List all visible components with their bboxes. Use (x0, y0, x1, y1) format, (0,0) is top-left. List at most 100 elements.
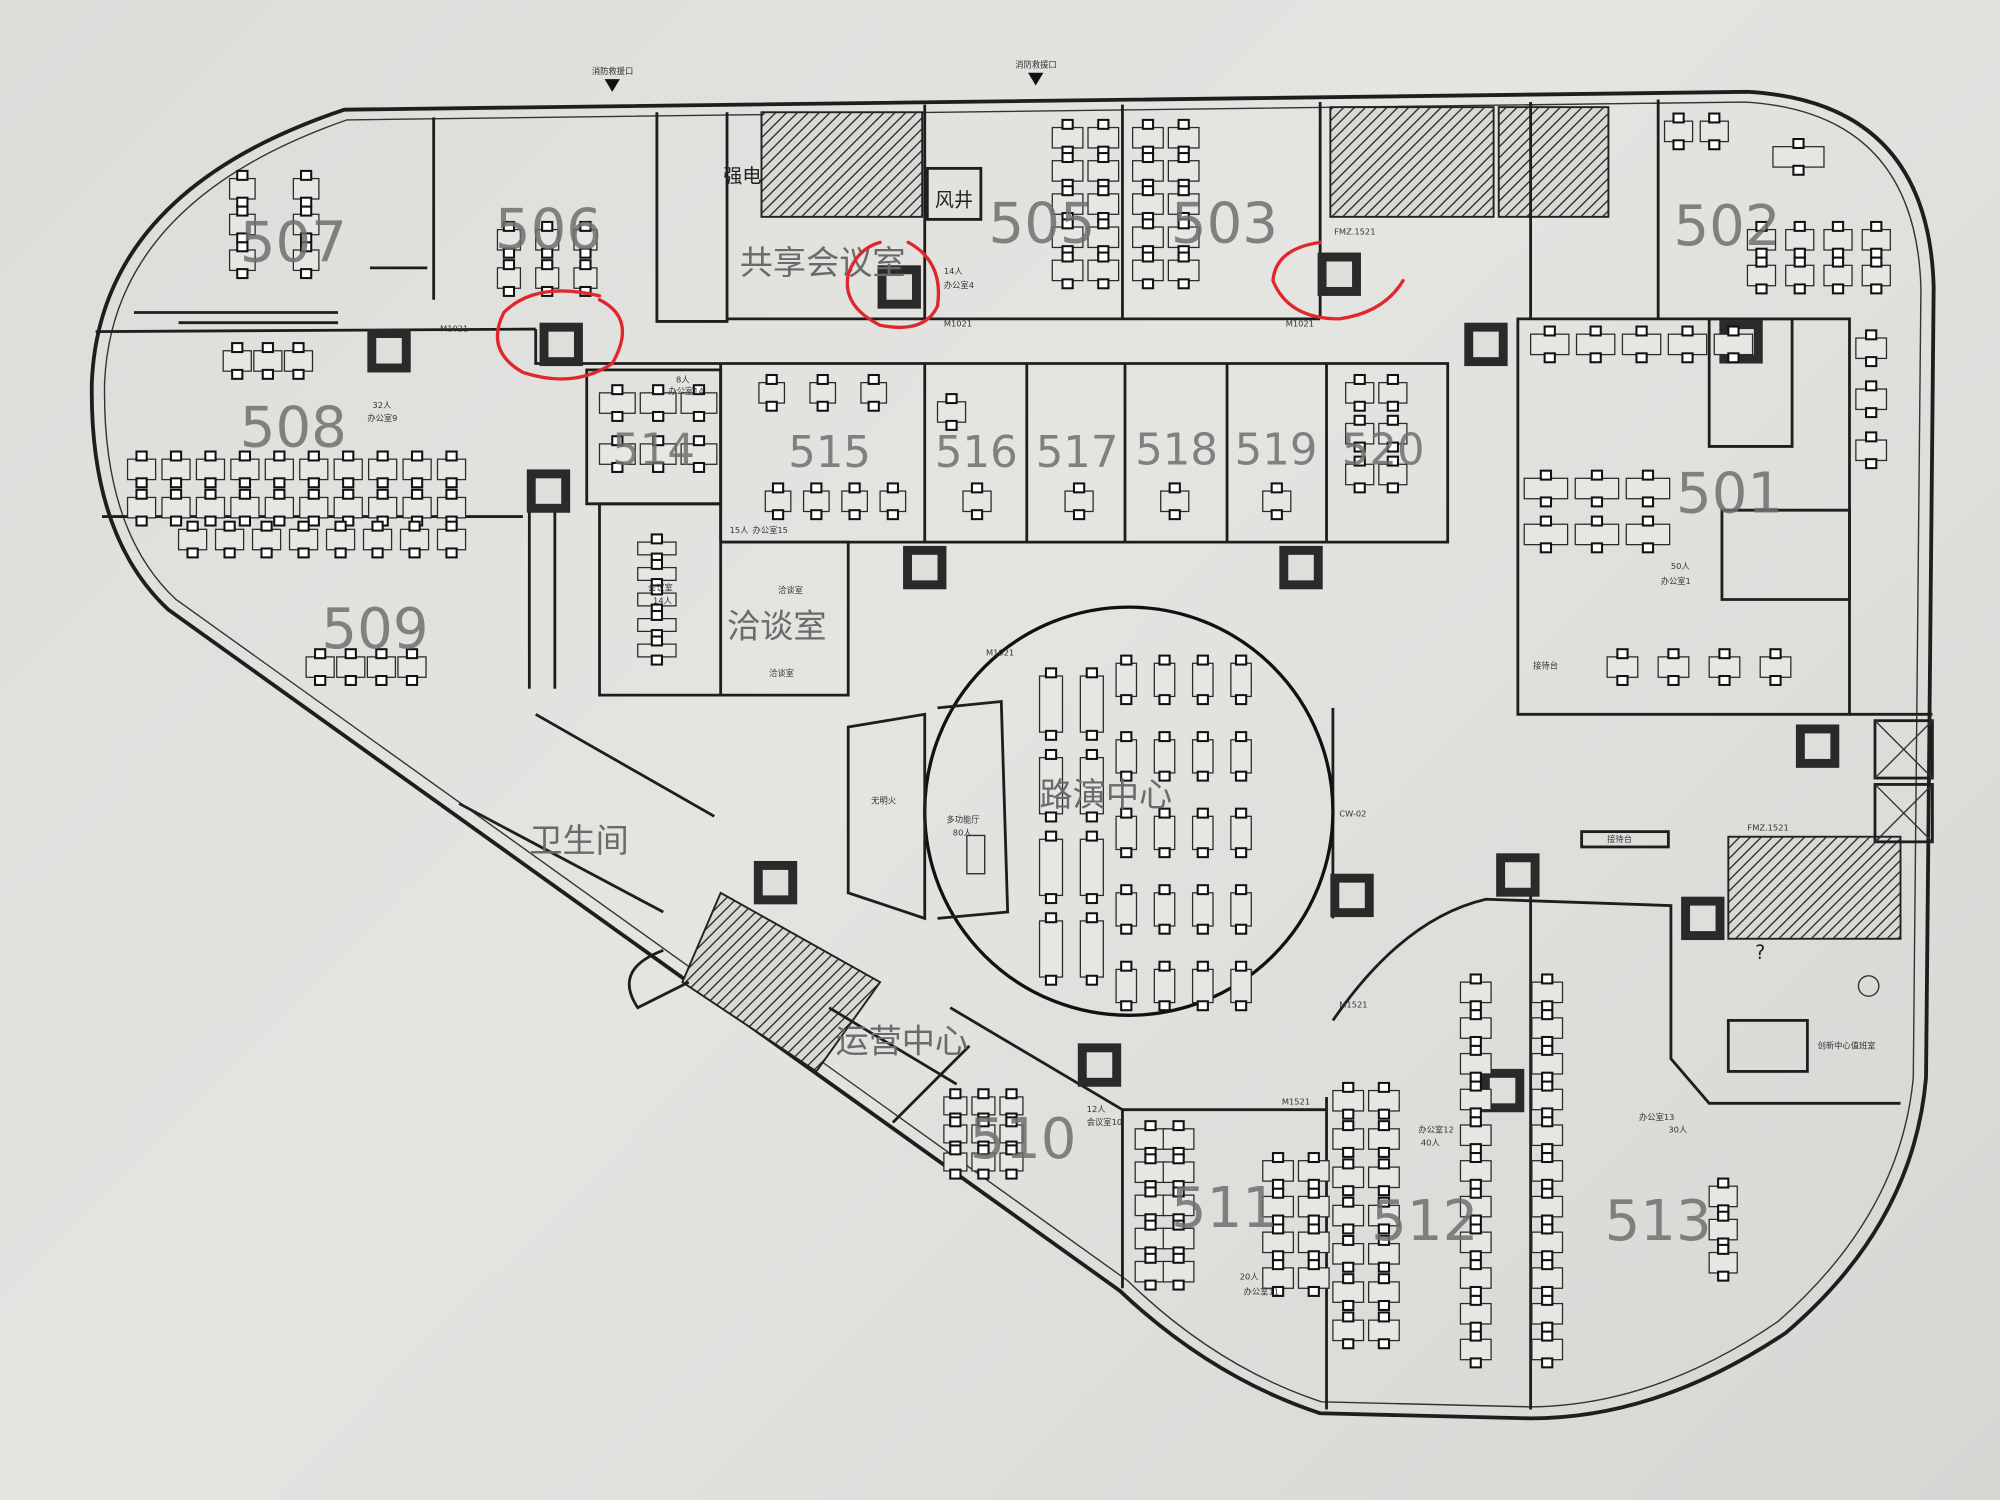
operations-center-label[interactable]: 运营中心 (835, 1021, 968, 1060)
chair (1708, 112, 1721, 124)
room-517[interactable]: 517 (1036, 428, 1119, 478)
chair (1543, 352, 1556, 364)
negotiation-room-label[interactable]: 洽谈室 (727, 607, 826, 646)
chair (848, 509, 861, 521)
chair (300, 196, 313, 208)
desk (1855, 439, 1888, 462)
chair (238, 515, 252, 527)
chair (1172, 1153, 1185, 1165)
chair (1865, 329, 1878, 341)
room-506[interactable]: 506 (495, 198, 602, 263)
chair (1120, 884, 1133, 896)
svg-text:M1021: M1021 (440, 324, 468, 334)
shared-meeting-room-label[interactable]: 共享会议室 (740, 243, 906, 282)
desk (1785, 228, 1815, 251)
desk (1367, 1128, 1400, 1150)
chair (1172, 1252, 1185, 1264)
desk (230, 496, 260, 519)
chair (1196, 770, 1209, 782)
chair (1144, 1279, 1157, 1291)
chair (169, 477, 183, 489)
desk (1160, 490, 1190, 513)
room-508[interactable]: 508 (240, 395, 347, 460)
chair (1061, 152, 1074, 164)
chair (334, 547, 347, 559)
chair (1144, 1252, 1157, 1264)
structural-column-core (911, 554, 938, 581)
chair (1061, 278, 1074, 290)
desk (1167, 160, 1200, 182)
chair (1097, 218, 1110, 230)
svg-text:消防救援口: 消防救援口 (592, 66, 633, 76)
desk (1079, 920, 1104, 978)
desk (299, 458, 329, 481)
chair (1158, 1000, 1171, 1012)
chair (1539, 496, 1553, 508)
chair (692, 410, 706, 422)
chair (375, 675, 388, 686)
chair (1158, 847, 1171, 859)
svg-text:洽谈室: 洽谈室 (769, 668, 794, 678)
room-513[interactable]: 513 (1605, 1189, 1712, 1254)
chair (1097, 185, 1110, 197)
room-519[interactable]: 519 (1235, 425, 1318, 475)
chair (445, 547, 458, 559)
chair (1469, 1143, 1482, 1155)
chair (223, 520, 236, 532)
svg-text:会议室: 会议室 (648, 583, 673, 593)
room-502[interactable]: 502 (1673, 194, 1780, 259)
desk (1621, 333, 1662, 356)
chair (1097, 152, 1110, 164)
chair (1793, 247, 1806, 259)
desk (535, 267, 560, 289)
chair (1539, 542, 1553, 554)
room-509[interactable]: 509 (321, 597, 428, 662)
chair (1590, 469, 1604, 481)
chair (135, 450, 148, 462)
restroom-label[interactable]: 卫生间 (529, 821, 628, 860)
desk (1153, 968, 1176, 1004)
chair (1681, 352, 1694, 364)
chair (1307, 1152, 1320, 1164)
chair (204, 477, 217, 489)
desk (1162, 1260, 1195, 1283)
chair (1158, 694, 1171, 706)
chair (1234, 884, 1248, 896)
room-520[interactable]: 520 (1342, 425, 1425, 475)
room-516[interactable]: 516 (935, 428, 1018, 478)
roadshow-center-label[interactable]: 路演中心 (1040, 775, 1173, 814)
room-518[interactable]: 518 (1135, 425, 1218, 475)
desk (573, 267, 598, 289)
svg-text:8人: 8人 (676, 375, 690, 385)
chair (1386, 455, 1399, 467)
chair (1342, 1311, 1355, 1323)
room-507[interactable]: 507 (240, 210, 347, 275)
room-515[interactable]: 515 (788, 428, 871, 478)
chair (231, 368, 244, 380)
room-510[interactable]: 510 (969, 1107, 1076, 1172)
room-511[interactable]: 511 (1171, 1176, 1278, 1241)
desk (126, 496, 157, 519)
chair (611, 384, 624, 396)
desk (1134, 1260, 1167, 1283)
chair (1168, 482, 1181, 494)
desk (1087, 259, 1120, 282)
room-503[interactable]: 503 (1171, 191, 1278, 256)
room-514[interactable]: 514 (612, 425, 695, 475)
chair (541, 259, 554, 271)
svg-text:FMZ.1521: FMZ.1521 (1747, 822, 1788, 832)
desk (402, 496, 432, 519)
chair (1342, 1223, 1355, 1235)
room-512[interactable]: 512 (1371, 1189, 1478, 1254)
chair (949, 1144, 962, 1156)
chair (1541, 1071, 1554, 1083)
chair (273, 477, 286, 489)
chair (1342, 1158, 1355, 1170)
chair (650, 609, 664, 621)
room-505[interactable]: 505 (989, 191, 1096, 256)
chair (1234, 960, 1248, 972)
desk (1523, 523, 1569, 546)
room-501[interactable]: 501 (1676, 462, 1783, 527)
red-circle-shared-meeting (845, 240, 941, 330)
